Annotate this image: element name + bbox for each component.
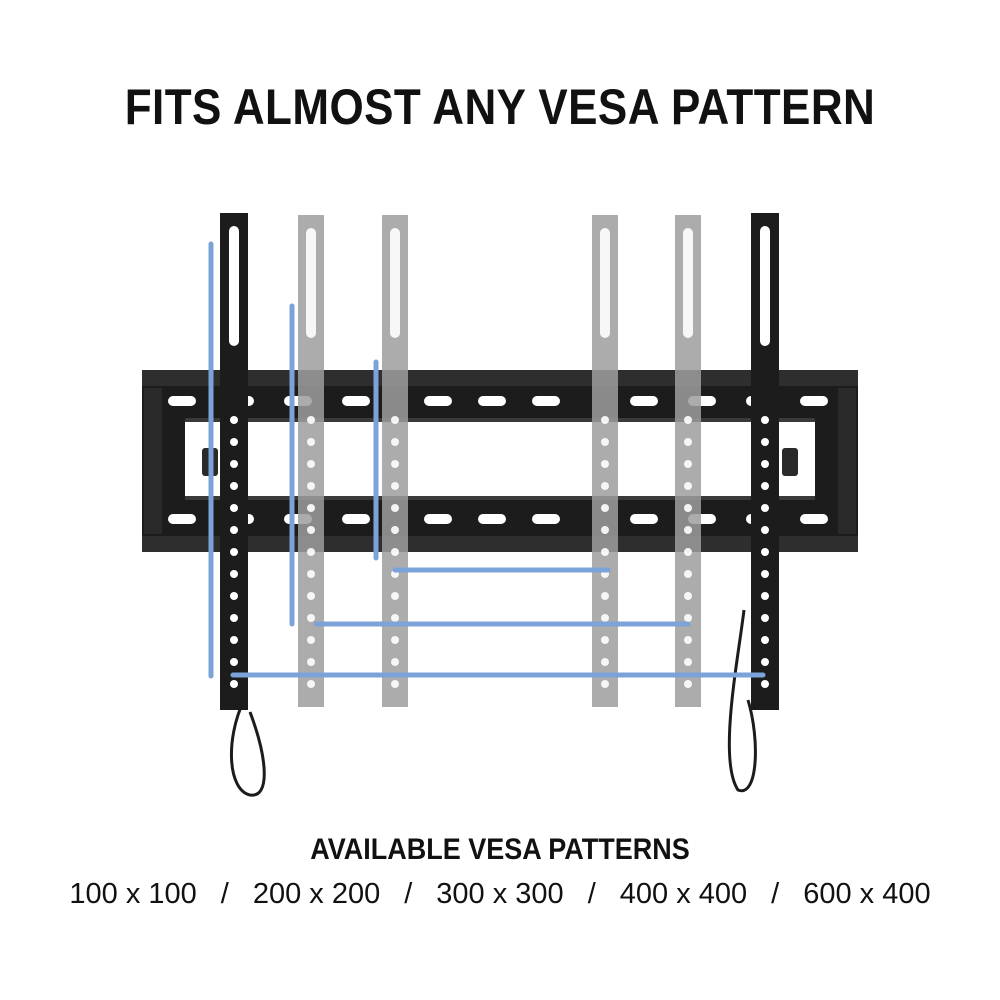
wall-plate — [142, 370, 858, 552]
patterns-title: AVAILABLE VESA PATTERNS — [310, 833, 690, 866]
pattern-item: 300 x 300 — [436, 878, 564, 910]
pattern-item: 600 x 400 — [803, 878, 931, 910]
pattern-item: 100 x 100 — [69, 878, 197, 910]
black-brackets — [220, 213, 779, 710]
separator: / — [771, 878, 780, 910]
pull-straps — [229, 609, 757, 797]
separator: / — [404, 878, 413, 910]
separator: / — [587, 878, 596, 910]
headline: FITS ALMOST ANY VESA PATTERN — [124, 79, 876, 135]
patterns-list: 100 x 100 / 200 x 200 / 300 x 300 / 400 … — [0, 878, 1000, 911]
pattern-item: 200 x 200 — [252, 878, 381, 910]
separator: / — [220, 878, 229, 910]
vesa-guide-lines — [208, 241, 766, 679]
pattern-item: 400 x 400 — [619, 878, 748, 910]
